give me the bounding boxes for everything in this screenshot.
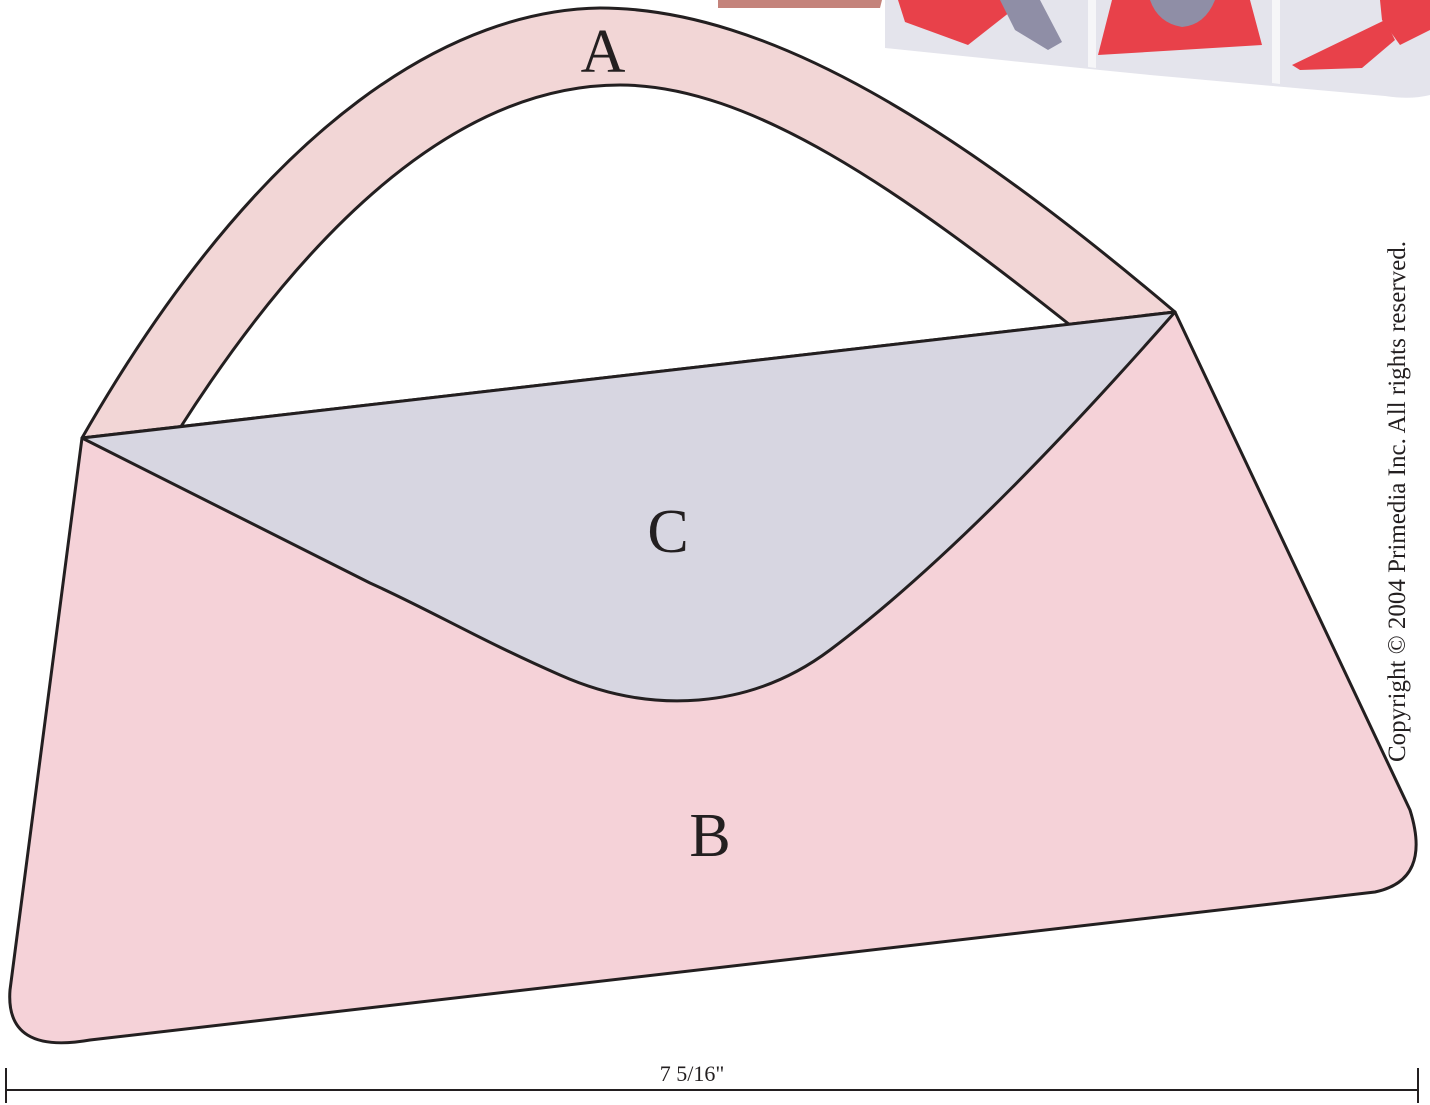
piece-c-label: C [647, 498, 688, 566]
quilt-blue-shape [1000, 0, 1062, 50]
quilt-red-shape [1292, 20, 1395, 70]
quilt-photo [718, 0, 1430, 98]
quilt-block-divider [1088, 0, 1096, 68]
piece-a-label: A [581, 18, 626, 86]
measurement-bar: 7 5/16" [5, 1061, 1419, 1103]
piece-c-flap [80, 310, 1177, 703]
quilt-blue-shape [1150, 0, 1215, 27]
quilt-red-shape [1380, 0, 1430, 45]
copyright-notice: Copyright © 2004 Primedia Inc. All right… [1384, 241, 1411, 762]
piece-b-label: B [689, 802, 730, 870]
quilt-red-shape [898, 0, 1010, 45]
measurement-label: 7 5/16" [660, 1061, 725, 1086]
quilt-photo-strip [718, 0, 882, 8]
quilt-red-shape [1098, 0, 1262, 55]
piece-a-handle [80, 6, 1177, 440]
quilt-block-divider [1272, 0, 1280, 84]
